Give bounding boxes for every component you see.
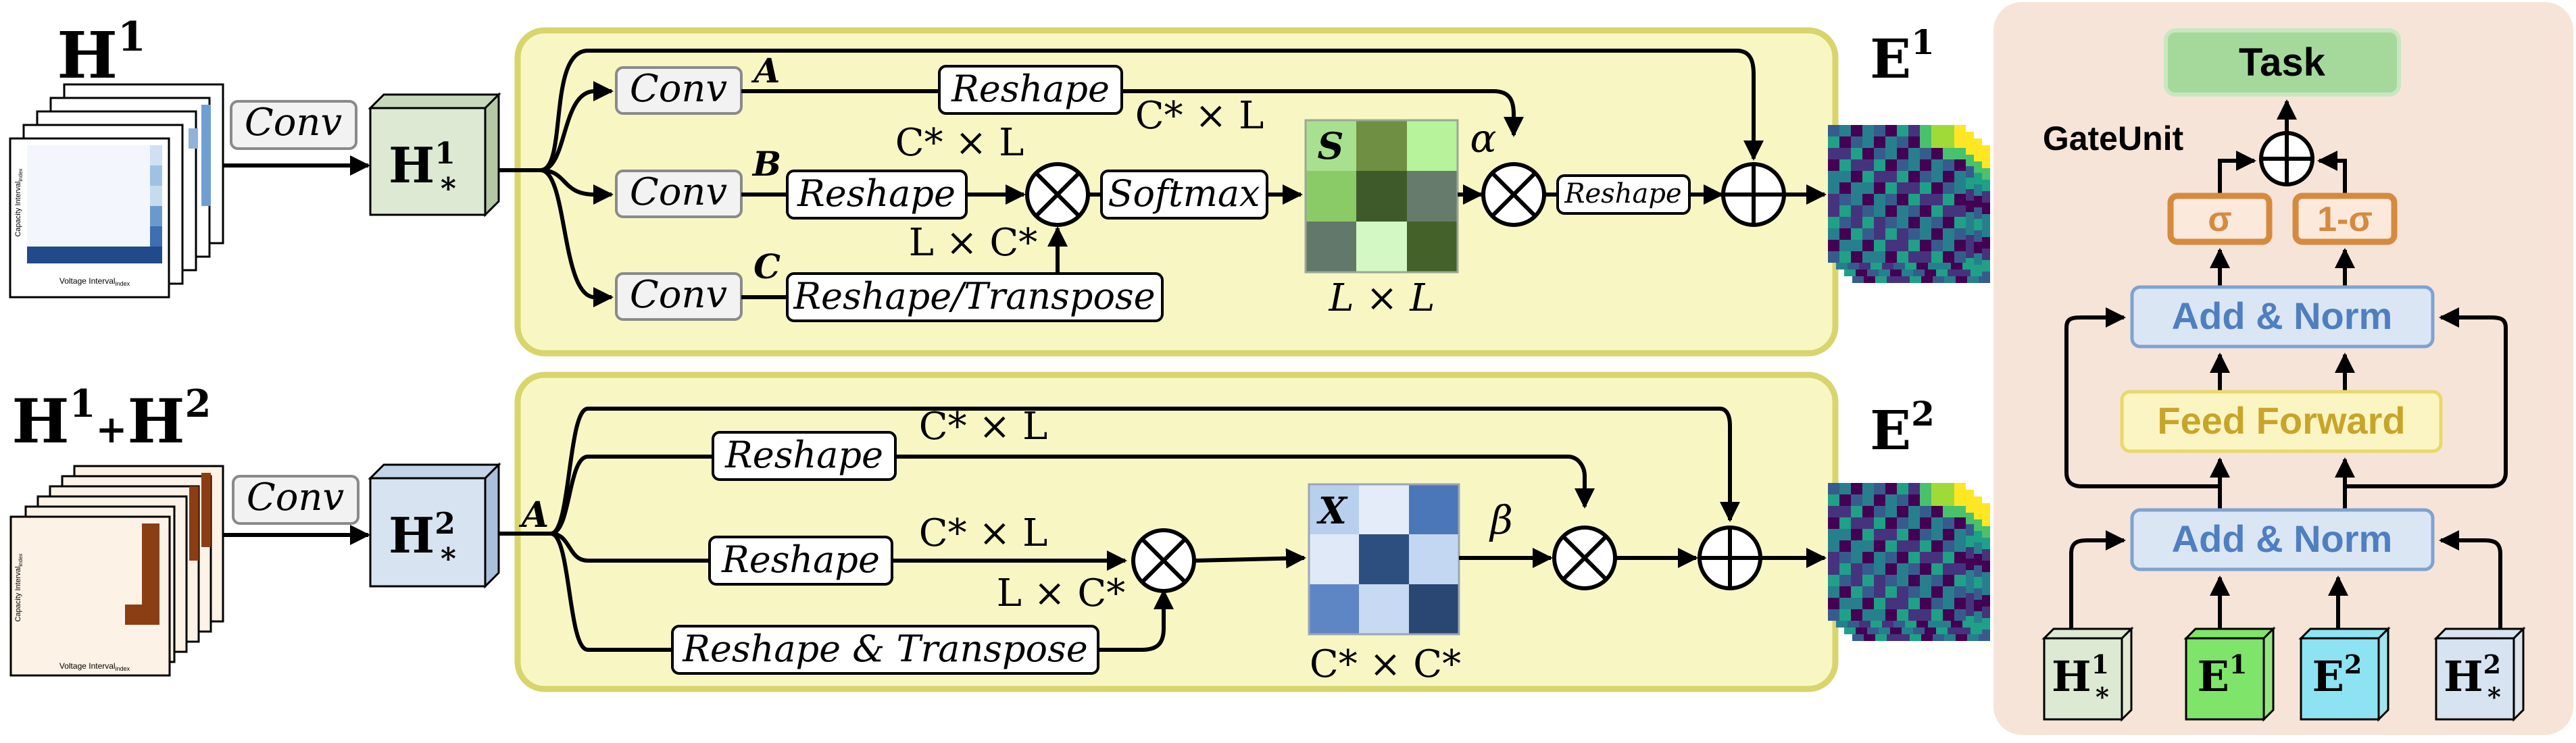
b2-output-title: E2 (1870, 394, 1935, 462)
add-norm-bottom (2130, 508, 2435, 571)
feed-forward-label: Feed Forward (2157, 399, 2405, 442)
b2-reshape-1 (712, 431, 897, 481)
gate-input-label: H1* (2052, 649, 2109, 712)
b2-conv-label: Conv (247, 476, 345, 519)
b1-s-matrix: S (1304, 119, 1459, 274)
svg-text:Capacity Intervalindex: Capacity Intervalindex (14, 168, 24, 236)
b1-dim-a: C* × L (1135, 94, 1264, 138)
b2-matrix-dim: C* × C* (1310, 642, 1461, 686)
gate-unit-label: GateUnit (2043, 120, 2184, 157)
b1-tag-b: B (751, 144, 781, 184)
b1-conv-c-label: Conv (630, 273, 728, 317)
b2-dim-1: C* × L (919, 405, 1048, 449)
b1-softmax-label: Softmax (1108, 172, 1260, 215)
b1-conv-b-label: Conv (630, 170, 728, 214)
b2-dim-2: C* × L (919, 511, 1048, 555)
svg-text:Capacity Intervalindex: Capacity Intervalindex (14, 553, 24, 621)
sigma-box (2167, 193, 2273, 245)
feed-forward-box (2120, 390, 2443, 453)
b2-tag-a: A (518, 494, 549, 536)
b1-output-heatmap (1828, 125, 1990, 283)
task-box (2164, 28, 2401, 97)
b1-conv-label: Conv (245, 101, 343, 145)
b2-dim-3: L × C* (997, 571, 1126, 615)
task-label: Task (2239, 41, 2326, 84)
b2-x-matrix: X (1308, 483, 1460, 636)
b1-dim-c: L × C* (909, 221, 1038, 265)
add-norm-top (2130, 285, 2435, 349)
b1-tag-a: A (751, 51, 781, 91)
one-minus-sigma-label: 1-σ (2317, 200, 2373, 239)
b1-matmul-1 (1025, 162, 1090, 227)
gate-input-cube: E2 (2298, 626, 2391, 722)
b2-feature-cube: H2* (368, 462, 501, 589)
b1-reshape-b-label: Reshape (797, 172, 956, 215)
add-norm-bottom-label: Add & Norm (2172, 517, 2393, 560)
svg-text:H2*: H2* (389, 507, 456, 576)
b2-conv-box (232, 475, 360, 525)
b2-reshape-3 (671, 625, 1099, 675)
gate-input-cube: H1* (2041, 626, 2134, 722)
b2-reshape-1-label: Reshape (724, 434, 883, 476)
gate-input-label: E1 (2198, 649, 2248, 701)
svg-text:S: S (1318, 124, 1344, 168)
b2-input-title: H1+H2 (12, 382, 212, 457)
b1-dim-b: C* × L (895, 121, 1024, 165)
gate-add (2259, 131, 2314, 186)
b1-heatmap-stack: Capacity Intervalindex Voltage Intervali… (9, 83, 224, 299)
gate-input-cubes: H1* E1 E2 H2* (2041, 626, 2526, 722)
svg-text:Voltage Intervalindex: Voltage Intervalindex (59, 661, 130, 672)
b2-beta: β (1489, 497, 1513, 543)
b1-input-title: H1 (57, 14, 146, 93)
b2-matmul-1 (1131, 528, 1196, 593)
svg-text:X: X (1316, 489, 1348, 532)
b1-reshape-out-label: Reshape (1564, 178, 1681, 209)
b1-reshape-c (786, 272, 1164, 322)
gate-input-label: H2* (2444, 649, 2501, 712)
b2-matmul-2 (1552, 526, 1617, 590)
b2-reshape-3-label: Reshape & Transpose (682, 627, 1087, 670)
gate-input-cube: H2* (2433, 626, 2526, 722)
gate-input-cube: E1 (2183, 626, 2276, 722)
b1-output-title: E1 (1870, 22, 1935, 91)
b1-feature-cube: H1* (368, 92, 501, 217)
svg-text:H1*: H1* (389, 136, 456, 206)
one-minus-sigma-box (2292, 193, 2398, 245)
b1-matmul-2 (1481, 162, 1546, 227)
gate-input-label: E2 (2312, 649, 2362, 701)
svg-text:Voltage Intervalindex: Voltage Intervalindex (59, 276, 130, 287)
b2-reshape-2 (708, 536, 893, 586)
add-norm-top-label: Add & Norm (2172, 294, 2393, 337)
b1-conv-box (230, 100, 357, 150)
sigma-label: σ (2208, 200, 2232, 239)
b2-heatmap-stack: Capacity Intervalindex Voltage Intervali… (9, 465, 224, 677)
b1-add (1721, 162, 1786, 227)
b1-matrix-dim: L × L (1329, 276, 1435, 320)
gate-panel (1993, 2, 2573, 735)
b1-reshape-c-label: Reshape/Transpose (793, 275, 1155, 317)
b1-conv-a-label: Conv (630, 67, 728, 111)
b2-output-heatmap (1828, 483, 1990, 641)
b1-reshape-a-label: Reshape (951, 68, 1110, 110)
b2-add (1698, 526, 1762, 590)
b2-reshape-2-label: Reshape (721, 538, 880, 581)
b1-tag-c: C (753, 247, 781, 286)
b1-alpha: α (1470, 116, 1496, 161)
